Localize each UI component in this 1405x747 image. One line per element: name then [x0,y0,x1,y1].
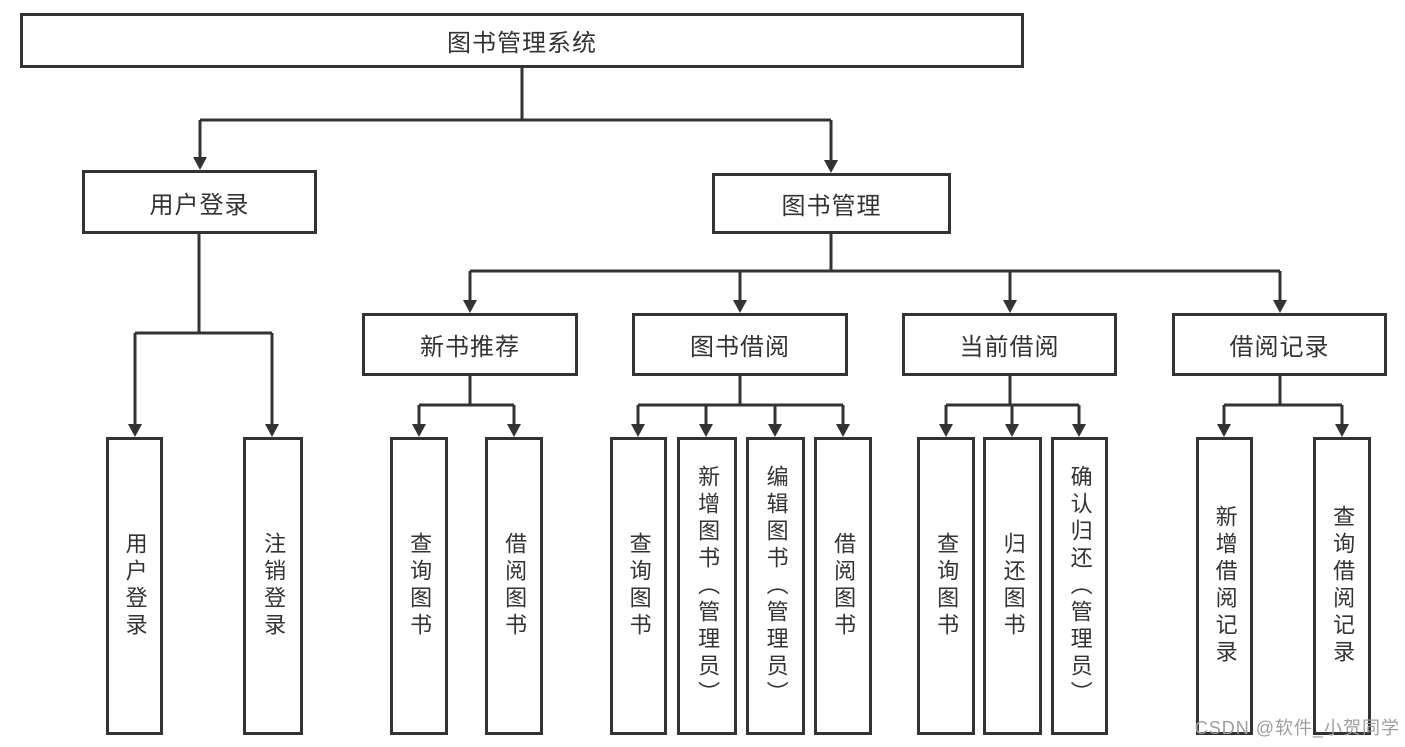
arrowhead [1005,424,1019,437]
arrowhead [463,300,477,313]
leaf-borrowing-borrow-books: 借阅图书 [814,437,872,735]
csdn-watermark: CSDN @软件_小贺同学 [1194,718,1400,738]
connector-borrowing-to-leaves [636,376,845,428]
connector-userlogin-to-leaves [133,234,274,428]
leaf-current-return-books: 归还图书 [983,437,1042,735]
node-label: 查询借阅记录 [1330,505,1356,667]
arrowhead [939,424,953,437]
node-new-book-recommend: 新书推荐 [362,313,578,376]
node-label: 图书管理 [781,193,882,220]
arrowhead [193,157,207,170]
node-user-login: 用户登录 [82,170,317,234]
leaf-current-confirm-return-admin: 确认归还（管理员） [1051,437,1108,735]
node-label: 新书推荐 [420,334,520,361]
leaf-records-query-record: 查询借阅记录 [1313,437,1371,735]
connector-current-to-leaves [944,376,1081,428]
node-label: 注销登录 [261,532,287,640]
node-label: 借阅图书 [502,532,528,640]
leaf-borrowing-edit-books-admin: 编辑图书（管理员） [746,437,805,735]
connector-newbooks-to-leaves [417,376,516,428]
leaf-recommend-borrow-books: 借阅图书 [485,437,543,735]
node-label: 编辑图书（管理员） [763,464,789,708]
node-book-borrowing: 图书借阅 [632,313,848,376]
arrowhead [631,424,645,437]
leaf-logout: 注销登录 [243,437,303,735]
arrowhead [1003,300,1017,313]
leaf-records-add-record: 新增借阅记录 [1196,437,1253,735]
leaf-borrowing-add-books-admin: 新增图书（管理员） [677,437,737,735]
arrowhead [1273,300,1287,313]
arrowhead [824,160,838,173]
arrowhead [128,424,142,437]
connector-records-to-leaves [1222,376,1344,428]
leaf-borrowing-query-books: 查询图书 [610,437,667,735]
node-label: 借阅图书 [831,532,857,640]
node-root-system: 图书管理系统 [20,13,1024,68]
node-label: 用户登录 [149,191,250,219]
arrowhead [507,424,521,437]
node-label: 用户登录 [122,532,148,640]
arrowhead [1217,424,1231,437]
node-label: 借阅记录 [1229,334,1330,361]
arrowhead [265,424,279,437]
node-label: 查询图书 [626,532,652,640]
connector-root-to-level2 [198,68,833,164]
arrowhead [699,424,713,437]
arrowhead [733,300,747,313]
node-label: 新增图书（管理员） [695,464,721,708]
node-book-management: 图书管理 [712,173,951,234]
node-label: 查询图书 [407,532,433,640]
node-label: 图书管理系统 [447,30,597,57]
node-label: 当前借阅 [959,334,1060,361]
node-label: 图书借阅 [690,334,790,361]
arrowheads [128,157,1349,437]
leaf-user-login: 用户登录 [106,437,163,735]
connector-bookmgmt-to-level3 [468,234,1282,304]
node-label: 查询图书 [934,532,960,640]
arrowhead [1335,424,1349,437]
leaf-recommend-query-books: 查询图书 [390,437,448,735]
node-label: 归还图书 [1000,532,1026,640]
arrowhead [836,424,850,437]
node-current-borrowing: 当前借阅 [902,313,1117,376]
arrowhead [412,424,426,437]
node-borrow-records: 借阅记录 [1172,313,1387,376]
leaf-current-query-books: 查询图书 [917,437,975,735]
arrowhead [1072,424,1086,437]
arrowhead [768,424,782,437]
node-label: 新增借阅记录 [1212,505,1238,667]
node-label: 确认归还（管理员） [1067,464,1093,708]
